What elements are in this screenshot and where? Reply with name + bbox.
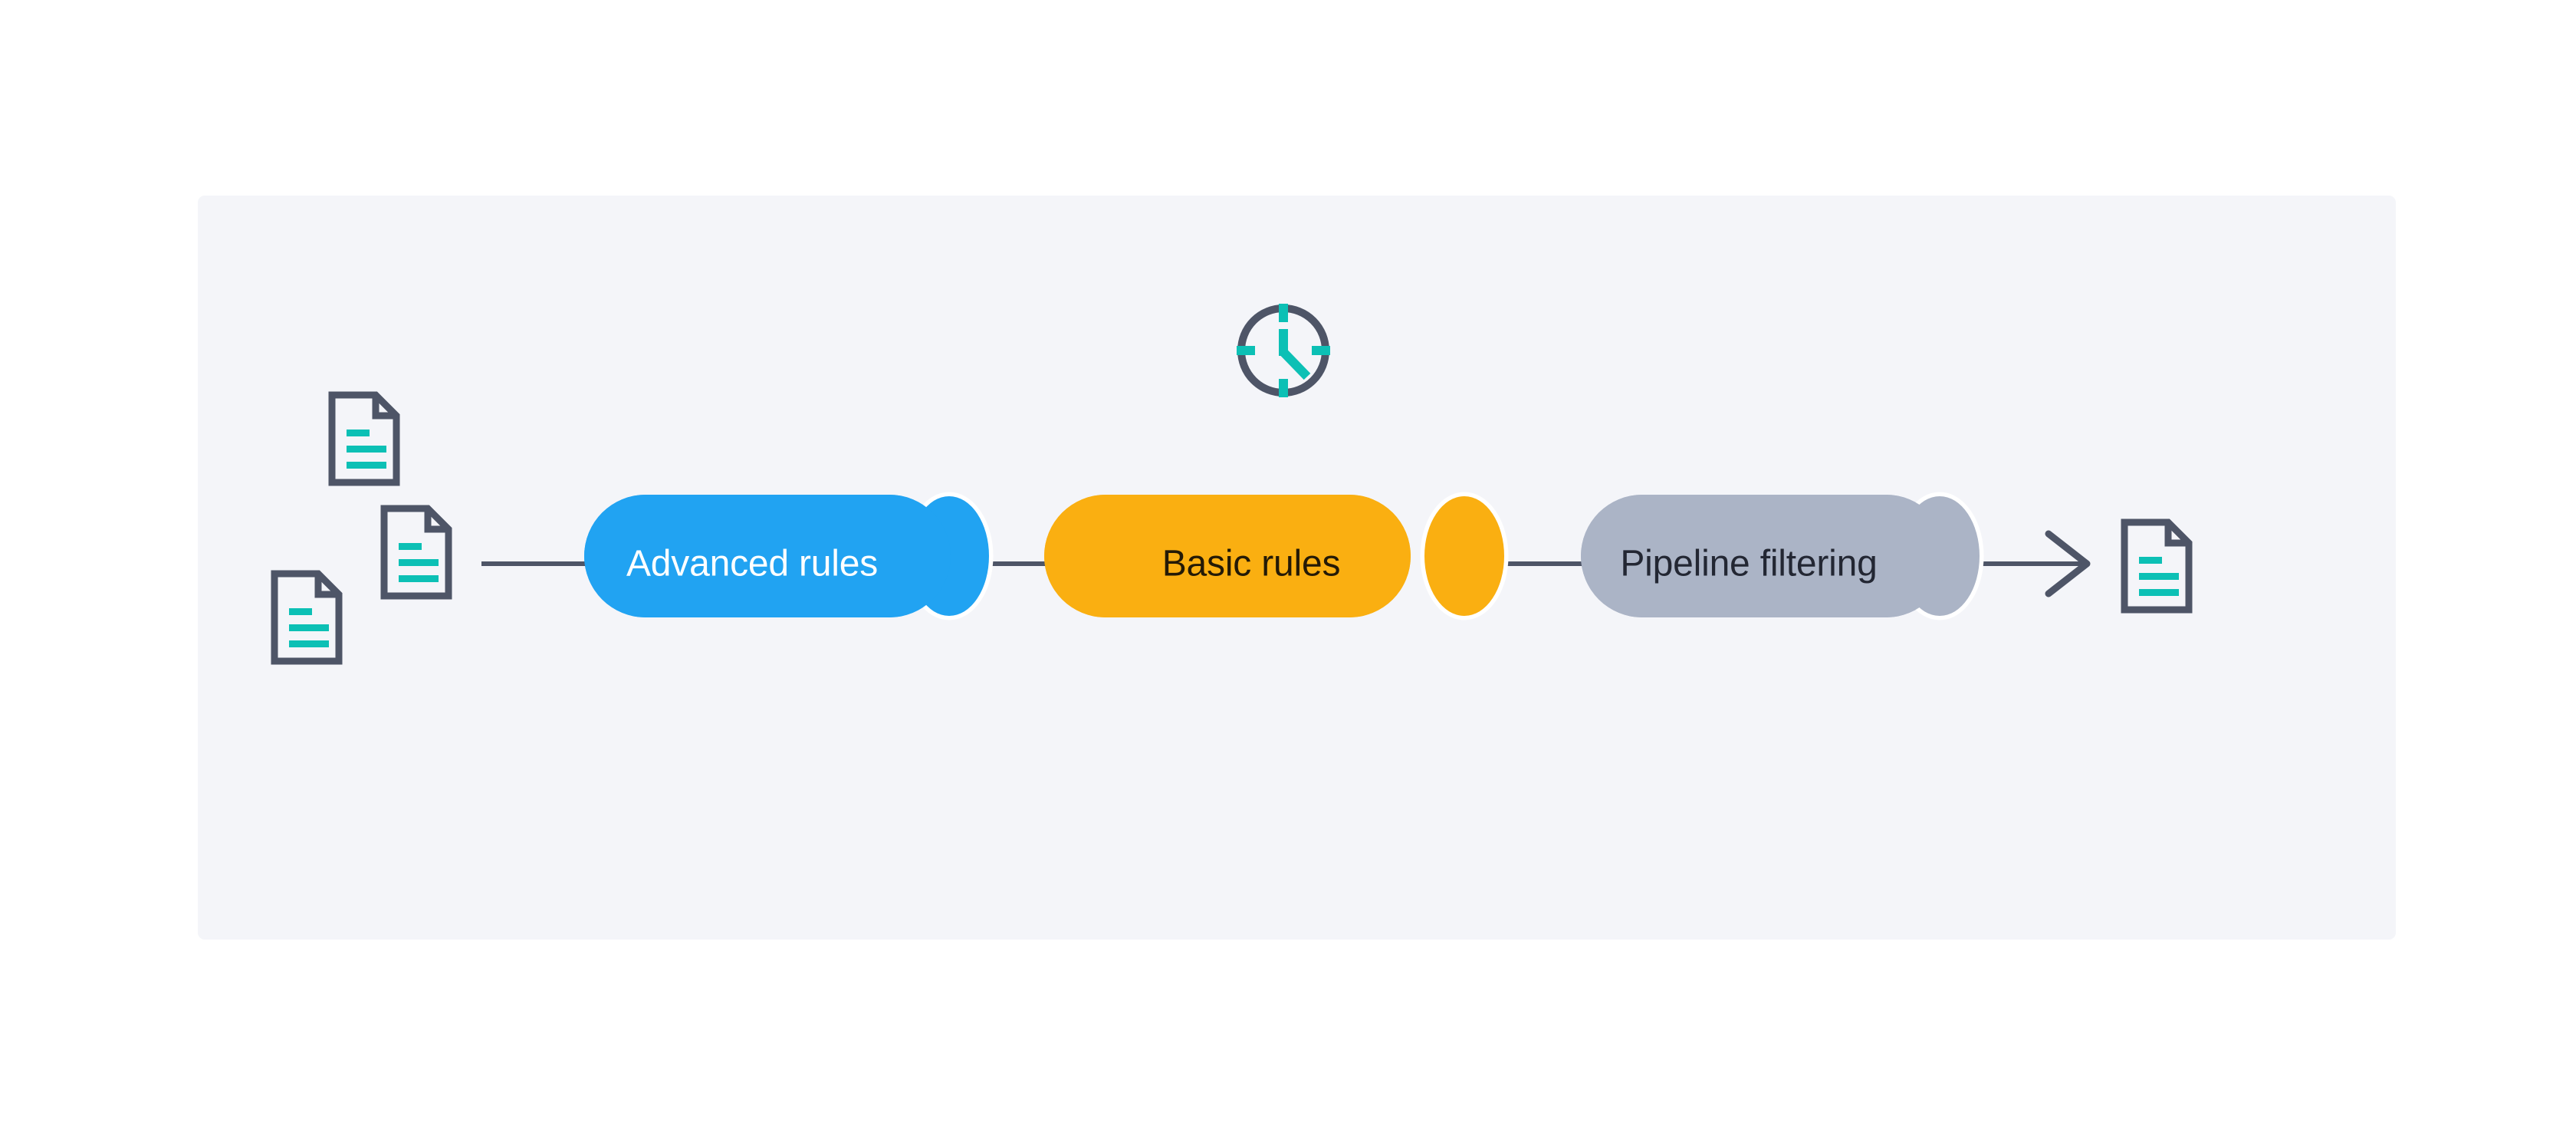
stage-pipeline-filtering[interactable] [1581, 492, 1984, 620]
stage-advanced-rules-body [584, 495, 951, 617]
output-document[interactable] [2124, 522, 2189, 610]
input-document-2[interactable] [384, 509, 449, 596]
input-document-3[interactable] [274, 574, 339, 661]
stage-basic-rules[interactable] [1044, 492, 1509, 620]
clock-icon [1237, 304, 1330, 397]
input-document-1[interactable] [332, 395, 396, 482]
